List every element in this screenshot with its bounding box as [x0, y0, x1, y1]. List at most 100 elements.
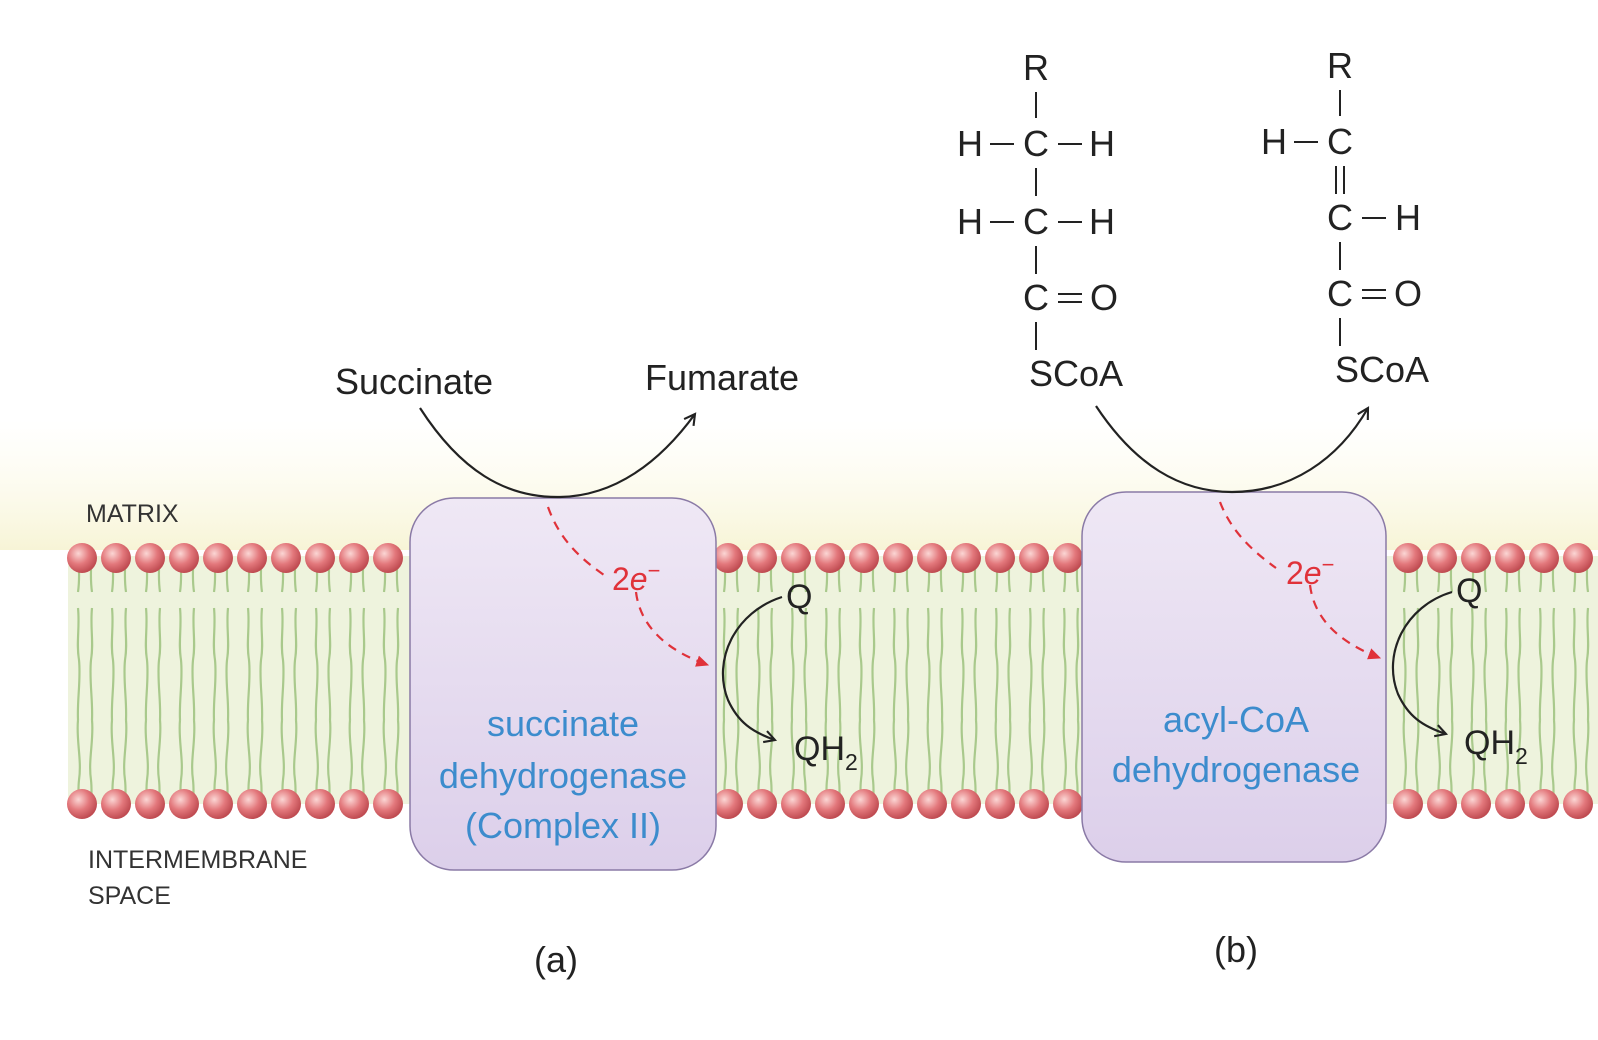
intermembrane-label-line2: SPACE: [88, 882, 171, 910]
electron-path-a: [546, 506, 708, 665]
intermembrane-label-line1: INTERMEMBRANE: [88, 846, 307, 874]
lipid-head: [883, 543, 913, 573]
lipid-head: [1427, 543, 1457, 573]
lipid-head: [135, 543, 165, 573]
electron-path-b: [1218, 501, 1380, 658]
acyl-coa-structure: R H C H H C H C O SCoA: [957, 47, 1123, 394]
enzyme-a-line2: dehydrogenase: [439, 755, 687, 796]
oxygen-atom: O: [1090, 277, 1118, 318]
lipid-head: [203, 543, 233, 573]
carbon-atom: C: [1023, 201, 1049, 242]
r-group: R: [1327, 45, 1353, 86]
carbon-atom: C: [1023, 123, 1049, 164]
lipid-head: [271, 543, 301, 573]
lipid-head: [1053, 543, 1083, 573]
lipid-head: [169, 789, 199, 819]
lipid-head: [849, 543, 879, 573]
quinone-label-b: Q: [1456, 572, 1482, 610]
enzyme-a-line1: succinate: [487, 703, 639, 744]
lipid-head: [237, 789, 267, 819]
lipid-head: [951, 789, 981, 819]
carbonyl-carbon: C: [1327, 273, 1353, 314]
lipid-head: [1563, 789, 1593, 819]
lipid-head: [101, 543, 131, 573]
lipid-head: [135, 789, 165, 819]
lipid-head: [339, 789, 369, 819]
panel-b: R H C H H C H C O SCoA R H C: [957, 45, 1528, 970]
lipid-head: [1495, 543, 1525, 573]
lipid-head: [1053, 789, 1083, 819]
lipid-head: [1563, 543, 1593, 573]
lipid-head: [713, 543, 743, 573]
lipid-head: [1495, 789, 1525, 819]
lipid-head: [373, 543, 403, 573]
lipid-head: [271, 789, 301, 819]
matrix-label: MATRIX: [86, 500, 179, 528]
lipid-head: [1529, 543, 1559, 573]
panel-a-label: (a): [534, 939, 578, 980]
quinol-label-b: QH2: [1464, 724, 1528, 769]
lipid-head: [373, 789, 403, 819]
q-to-qh2-arrow-a: [721, 595, 783, 744]
lipid-head: [169, 543, 199, 573]
carbon-atom: C: [1327, 121, 1353, 162]
scoa-group: SCoA: [1029, 353, 1123, 394]
h-atom: H: [1395, 197, 1421, 238]
lipid-head: [849, 789, 879, 819]
lipid-head: [781, 789, 811, 819]
lipid-head: [815, 543, 845, 573]
lipid-head: [883, 789, 913, 819]
lipid-head: [1019, 543, 1049, 573]
lipid-head: [67, 543, 97, 573]
lipid-head: [101, 789, 131, 819]
lipid-head: [815, 789, 845, 819]
lipid-head: [747, 789, 777, 819]
lipid-head: [713, 789, 743, 819]
lipid-head: [1019, 789, 1049, 819]
quinone-label-a: Q: [786, 578, 812, 616]
lipid-head: [985, 789, 1015, 819]
lipid-head: [917, 543, 947, 573]
lipid-head: [747, 543, 777, 573]
electrons-label-b: 2e−: [1286, 552, 1334, 591]
lipid-head: [1529, 789, 1559, 819]
quinol-label-a: QH2: [794, 730, 858, 775]
lipid-head: [951, 543, 981, 573]
r-group: R: [1023, 47, 1049, 88]
lipid-heads-bottom: [67, 789, 1593, 819]
lipid-heads-top: [67, 543, 1593, 573]
fumarate-label: Fumarate: [645, 357, 799, 398]
h-atom: H: [1089, 123, 1115, 164]
lipid-head: [1461, 543, 1491, 573]
enzyme-b-line1: acyl-CoA: [1163, 699, 1309, 740]
h-atom: H: [1261, 121, 1287, 162]
q-to-qh2-arrow-b: [1391, 590, 1453, 738]
scoa-group: SCoA: [1335, 349, 1429, 390]
panel-a: succinate dehydrogenase (Complex II) Suc…: [335, 357, 858, 980]
oxygen-atom: O: [1394, 273, 1422, 314]
electrons-label-a: 2e−: [612, 558, 660, 597]
lipid-head: [985, 543, 1015, 573]
acyl-to-enoyl-arrow: [1095, 405, 1370, 494]
lipid-head: [339, 543, 369, 573]
lipid-head: [237, 543, 267, 573]
lipid-head: [305, 543, 335, 573]
lipid-head: [67, 789, 97, 819]
h-atom: H: [957, 123, 983, 164]
h-atom: H: [1089, 201, 1115, 242]
succinate-label: Succinate: [335, 361, 493, 402]
h-atom: H: [957, 201, 983, 242]
carbon-atom: C: [1327, 197, 1353, 238]
enzyme-acyl-coa-dehydrogenase: [1081, 491, 1387, 863]
lipid-head: [1461, 789, 1491, 819]
lipid-head: [1393, 789, 1423, 819]
lipid-head: [1393, 543, 1423, 573]
lipid-head: [203, 789, 233, 819]
enzyme-a-line3: (Complex II): [465, 805, 661, 846]
lipid-head: [917, 789, 947, 819]
lipid-head: [781, 543, 811, 573]
lipid-head: [305, 789, 335, 819]
succinate-to-fumarate-arrow: [419, 407, 697, 499]
panel-b-label: (b): [1214, 929, 1258, 970]
